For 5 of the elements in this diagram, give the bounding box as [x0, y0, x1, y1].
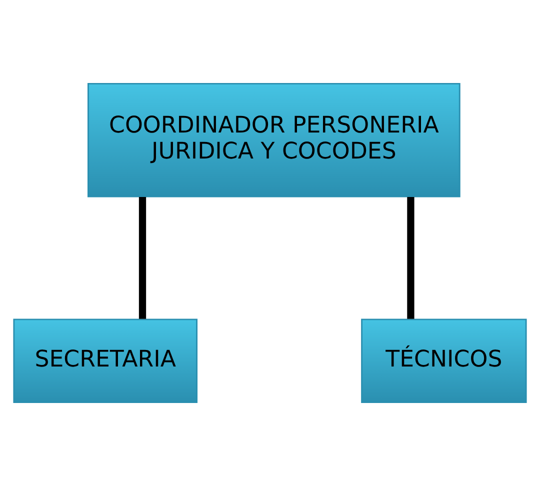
node-box: TÉCNICOS — [361, 318, 527, 402]
connector — [407, 196, 414, 318]
connector — [138, 196, 146, 318]
node-box: SECRETARIA — [13, 318, 198, 402]
node-box: COORDINADOR PERSONERIA JURIDICA Y COCODES — [88, 82, 460, 197]
